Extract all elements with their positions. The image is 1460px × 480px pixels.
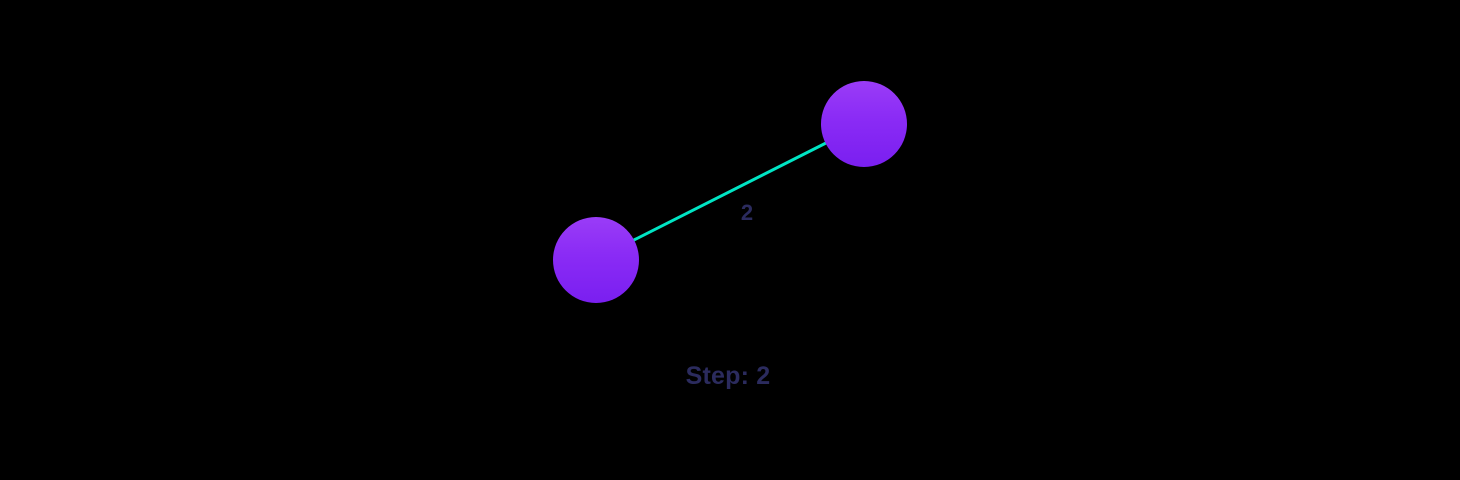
edge-label-layer: 2 (741, 200, 753, 225)
graph-edge-0-1[interactable] (632, 141, 828, 242)
step-counter-label: Step: 2 (685, 362, 771, 390)
graph-node-1[interactable] (821, 81, 907, 167)
graph-node-0[interactable] (553, 217, 639, 303)
edge-layer (632, 141, 828, 242)
edge-weight-label-0-1: 2 (741, 200, 753, 225)
node-layer (553, 81, 907, 303)
